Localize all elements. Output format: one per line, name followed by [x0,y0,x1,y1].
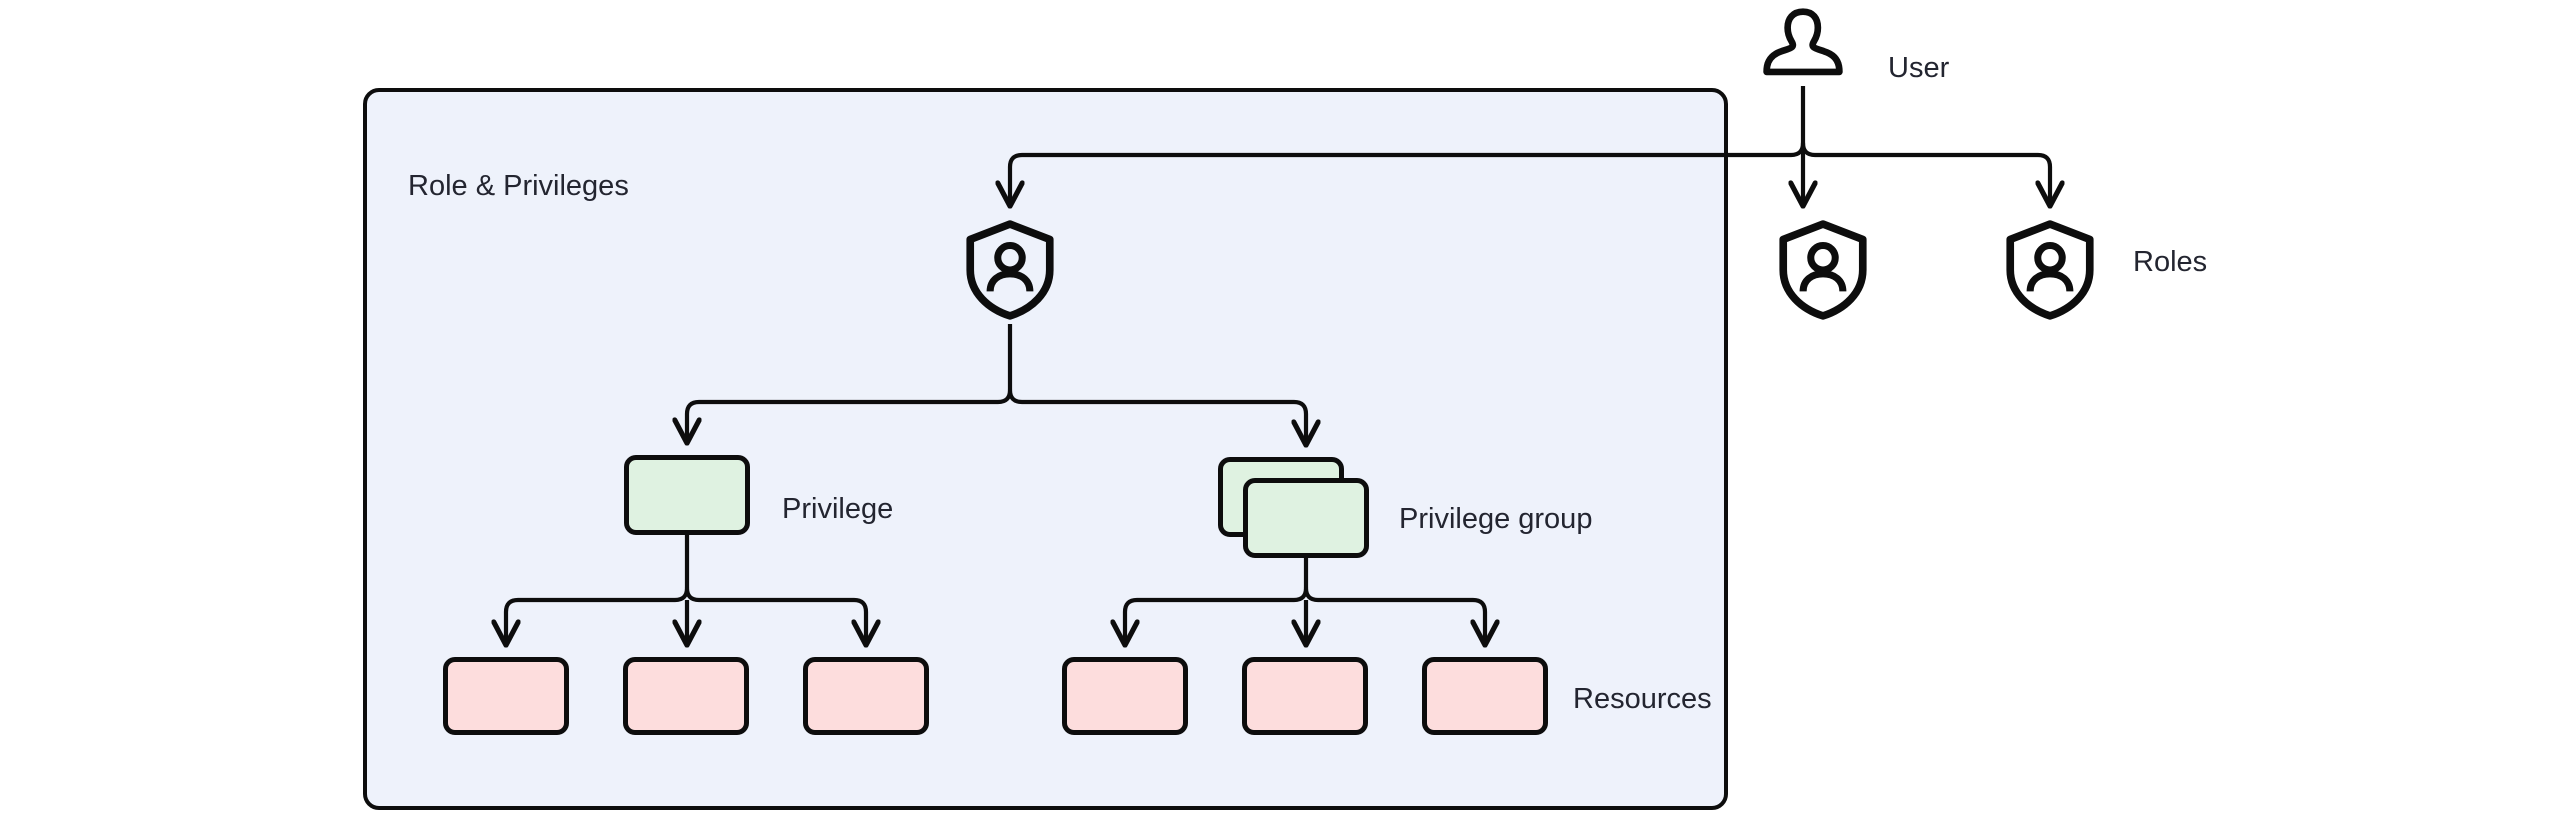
roles-label: Roles [2133,246,2208,278]
wire-user-to-right-shield [1815,152,2050,205]
resource-box [1242,657,1368,735]
shield-person-icon [958,218,1062,322]
resource-box [443,657,569,735]
privilege-group-label: Privilege group [1399,503,1593,535]
resource-box [623,657,749,735]
container-label: Role & Privileges [408,170,629,202]
shield-person-icon [1771,218,1875,322]
privilege-group-front-box [1243,478,1369,558]
resource-box [1062,657,1188,735]
resource-box [803,657,929,735]
privilege-label: Privilege [782,493,894,525]
user-bust-icon [1762,4,1844,86]
resource-box [1422,657,1548,735]
privilege-box [624,455,750,535]
resources-label: Resources [1573,683,1712,715]
shield-person-icon [1998,218,2102,322]
user-label: User [1888,52,1950,84]
